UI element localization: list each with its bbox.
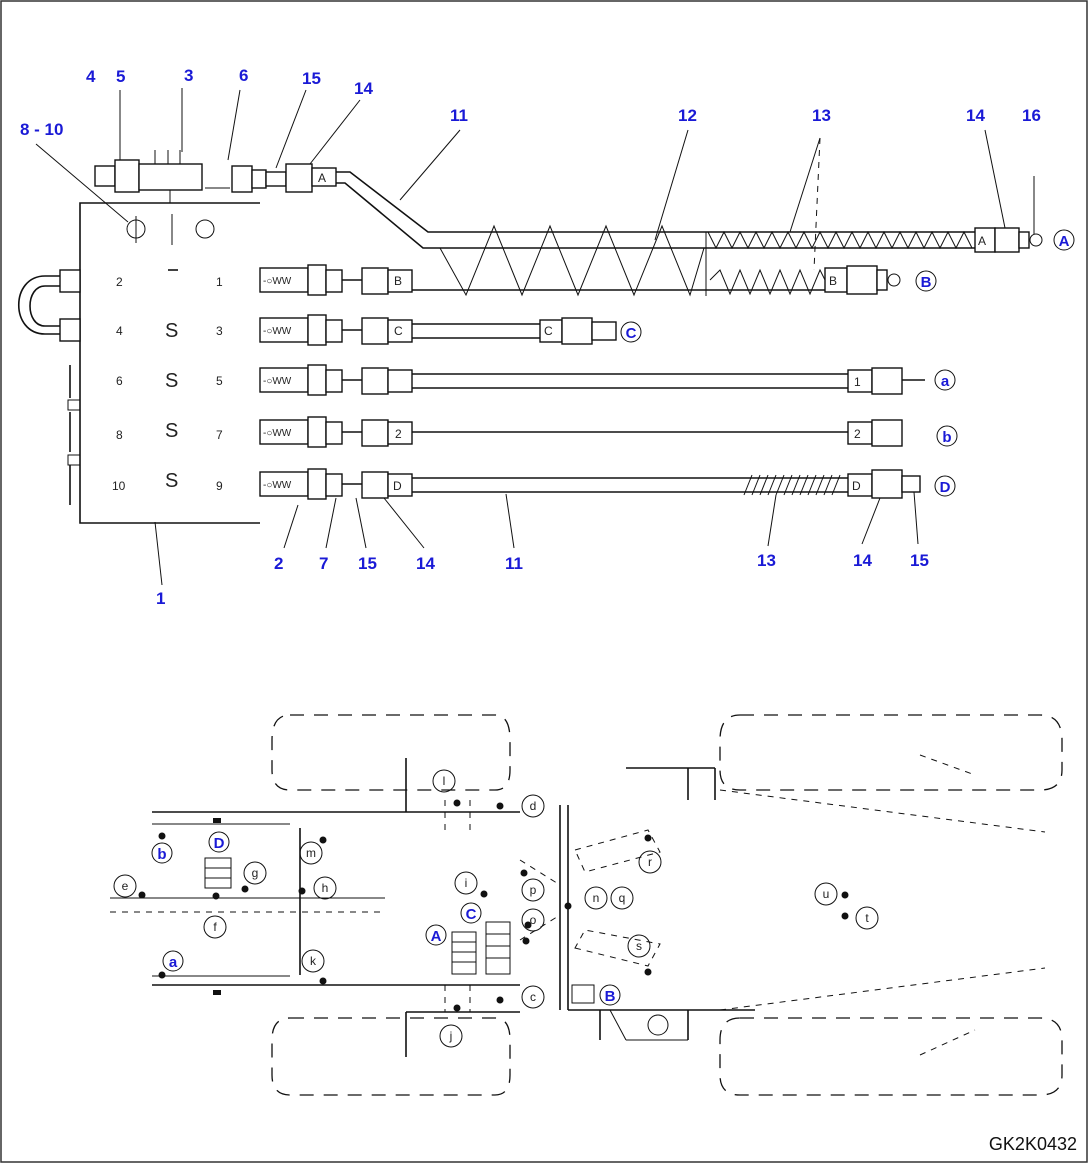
callout-numbers: 4 5 3 6 15 14 8 - 10 11 12 13 14 16 1 2 …	[20, 66, 1041, 608]
port-number: 7	[216, 428, 223, 442]
ref-label: j	[449, 1029, 453, 1043]
port-number: 6	[116, 374, 123, 388]
callout: 8 - 10	[20, 120, 63, 139]
svg-text:-○WW: -○WW	[263, 428, 292, 439]
ref-label: f	[213, 920, 217, 934]
valve-symbol: S	[165, 470, 178, 492]
machine-plan-view	[110, 714, 1063, 1096]
port-number: 10	[112, 479, 126, 493]
svg-text:-○WW: -○WW	[263, 376, 292, 387]
leader-lines	[35, 88, 1035, 586]
inner-tag: 1	[854, 375, 861, 389]
line-end-label: A	[1059, 233, 1070, 250]
inner-tag: C	[394, 324, 403, 338]
port-number: 1	[216, 275, 223, 289]
valve-symbol: S	[165, 320, 178, 342]
hose-line-D: -○WW D D	[259, 468, 921, 500]
ref-label: B	[605, 988, 616, 1005]
callout: 1	[156, 589, 165, 608]
inner-tag: D	[393, 479, 402, 493]
port-number: 8	[116, 428, 123, 442]
ref-label: A	[431, 928, 442, 945]
ref-label: o	[530, 913, 537, 927]
valve-symbol: S	[165, 370, 178, 392]
line-end-label: B	[921, 274, 932, 291]
callout: 2	[274, 554, 283, 573]
inner-tag: 2	[395, 427, 402, 441]
port-number: 9	[216, 479, 223, 493]
callout: 14	[416, 554, 435, 573]
ref-label: l	[443, 774, 446, 788]
callout: 5	[116, 67, 125, 86]
svg-text:-○WW: -○WW	[263, 276, 292, 287]
ref-label: h	[322, 881, 329, 895]
ref-label: c	[530, 990, 536, 1004]
callout: 13	[812, 106, 831, 125]
hose-line-B: -○WW B B	[259, 232, 901, 296]
line-end-label: C	[626, 325, 637, 342]
port-number: 5	[216, 374, 223, 388]
callout: 13	[757, 551, 776, 570]
ref-label: q	[619, 891, 626, 905]
inner-tag: B	[394, 274, 402, 288]
ref-label: u	[823, 887, 830, 901]
ref-label: m	[306, 846, 316, 860]
inner-tag: A	[978, 234, 986, 248]
line-end-label: a	[941, 373, 950, 390]
callout: 14	[853, 551, 872, 570]
callout: 16	[1022, 106, 1041, 125]
ref-label: C	[466, 906, 477, 923]
inner-tag: D	[852, 479, 861, 493]
svg-text:-○WW: -○WW	[263, 480, 292, 491]
callout: 6	[239, 66, 248, 85]
svg-text:-○WW: -○WW	[263, 326, 292, 337]
hose-line-b: -○WW 2 2	[259, 416, 903, 448]
inner-tag: A	[318, 171, 326, 185]
ref-label: e	[122, 879, 129, 893]
callout: 7	[319, 554, 328, 573]
callout: 14	[966, 106, 985, 125]
callout: 14	[354, 79, 373, 98]
ref-label: b	[157, 846, 166, 863]
ref-label: D	[214, 835, 225, 852]
inner-tag: C	[544, 324, 553, 338]
callout: 15	[302, 69, 321, 88]
ref-label: g	[252, 866, 259, 880]
plan-view-refs: l d m e g h f i p o k c j r n q s u t	[113, 769, 879, 1048]
callout: 15	[910, 551, 929, 570]
inner-tag: 2	[854, 427, 861, 441]
port-number: 3	[216, 324, 223, 338]
line-end-label: b	[942, 429, 951, 446]
ref-label: k	[310, 954, 317, 968]
ref-label: a	[169, 954, 178, 971]
ref-label: d	[530, 799, 537, 813]
line-end-markers: A B C a b D	[620, 229, 1075, 497]
inner-tag: B	[829, 274, 837, 288]
callout: 12	[678, 106, 697, 125]
ref-label: s	[636, 939, 642, 953]
hose-line-A: A	[336, 171, 1043, 297]
port-number: 4	[116, 324, 123, 338]
hose-line-a: -○WW 1	[259, 364, 925, 396]
valve-block-schematic: 2 1 4 3 6 5 8 7 10 9 S S S S	[17, 150, 337, 524]
plan-view-blue-refs: b D a A C B	[151, 831, 621, 1006]
valve-symbol: S	[165, 420, 178, 442]
callout: 11	[450, 106, 468, 125]
callout: 11	[505, 554, 523, 573]
callout: 15	[358, 554, 377, 573]
port-number: 2	[116, 275, 123, 289]
ref-label: n	[593, 891, 600, 905]
callout: 3	[184, 66, 193, 85]
ref-label: t	[865, 911, 869, 925]
hose-line-C: -○WW C C	[259, 314, 617, 346]
ref-label: i	[465, 876, 468, 890]
callout: 4	[86, 67, 96, 86]
drawing-code: GK2K0432	[989, 1134, 1077, 1154]
ref-label: r	[648, 855, 652, 869]
line-end-label: D	[940, 479, 951, 496]
ref-label: p	[530, 883, 537, 897]
